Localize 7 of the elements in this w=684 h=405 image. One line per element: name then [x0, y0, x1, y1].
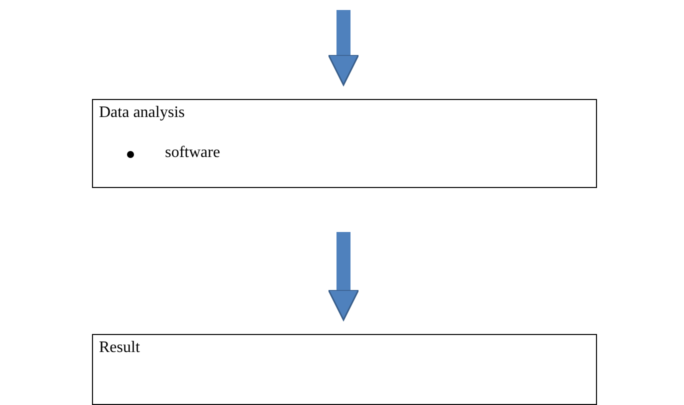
down-arrow — [328, 10, 360, 86]
box-heading: Result — [99, 339, 140, 357]
process-box — [92, 99, 597, 188]
box-heading: Data analysis — [99, 104, 185, 122]
down-arrow — [328, 232, 360, 321]
process-box — [92, 334, 597, 405]
bullet-text: software — [165, 144, 220, 161]
